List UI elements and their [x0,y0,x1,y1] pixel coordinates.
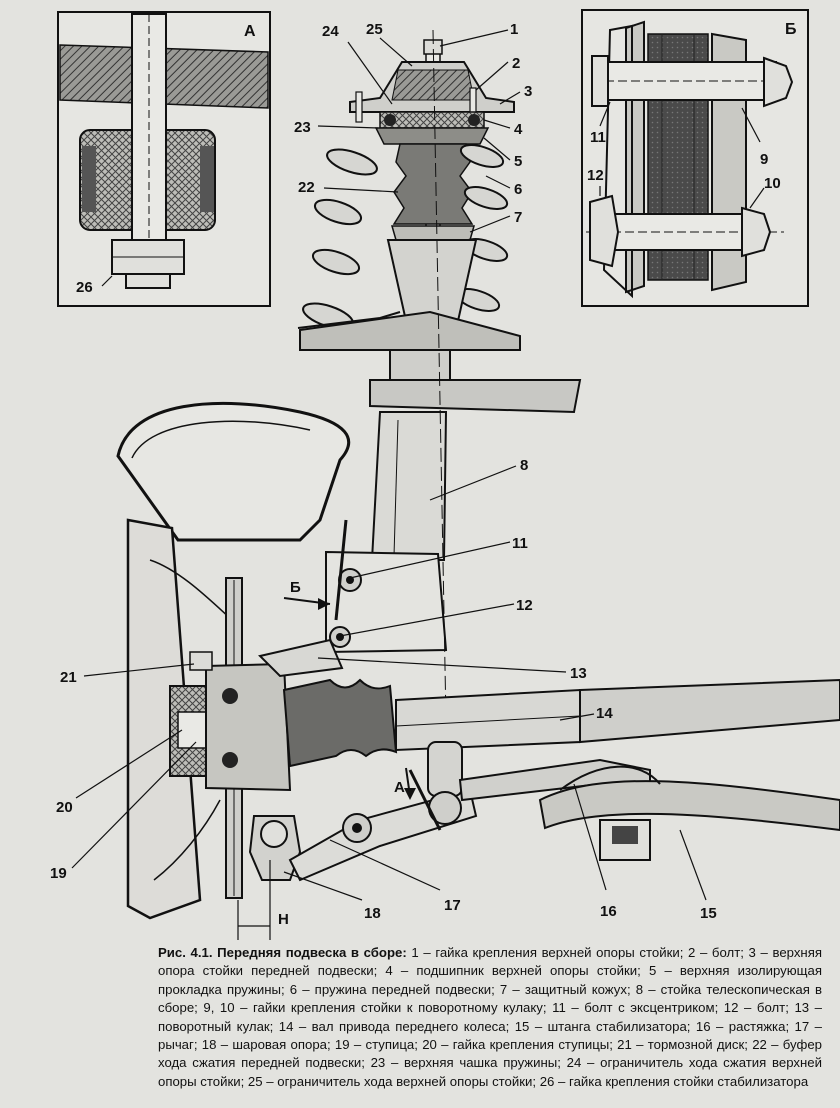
inset-b: Б 11 9 10 12 [581,9,809,307]
callout-23: 23 [294,119,311,136]
callout-labels: 1 2 3 4 5 6 7 8 11 12 13 14 15 16 17 18 … [50,21,717,922]
figure-caption: Рис. 4.1. Передняя подвеска в сборе: 1 –… [158,944,822,1091]
callout-26: 26 [76,279,93,296]
drive-shaft [282,678,840,768]
callout-12: 12 [516,597,533,614]
callout-6: 6 [514,181,522,198]
main-callouts [71,29,707,901]
callout-25: 25 [366,21,383,38]
callout-11-inset: 11 [590,129,606,146]
wheel-tire [116,401,351,920]
callout-22: 22 [298,179,315,196]
callout-20: 20 [56,799,73,816]
view-a-marker: А [394,779,405,796]
callout-1: 1 [510,21,518,38]
lower-arm [248,741,840,882]
callout-9: 9 [760,151,768,168]
callout-19: 19 [50,865,67,882]
callout-24: 24 [322,23,339,40]
inset-b-letter: Б [785,21,797,38]
callout-18: 18 [364,905,381,922]
callout-16: 16 [600,903,617,920]
callout-8: 8 [520,457,528,474]
callout-4: 4 [514,121,523,138]
callout-5: 5 [514,153,522,170]
callout-17: 17 [444,897,461,914]
caption-body: 1 – гайка крепления верхней опоры стойки… [158,945,822,1089]
view-b-marker: Б [290,579,301,596]
dimension-h: H [278,911,289,928]
callout-2: 2 [512,55,520,72]
callout-13: 13 [570,665,587,682]
callout-7: 7 [514,209,522,226]
inset-a: А 26 [57,11,271,307]
callout-10: 10 [764,175,781,192]
callout-3: 3 [524,83,532,100]
callout-12-inset: 12 [587,167,604,184]
callout-11: 11 [512,535,528,552]
callout-15: 15 [700,905,717,922]
inset-a-letter: А [244,23,256,40]
callout-21: 21 [60,669,77,686]
caption-title: Рис. 4.1. Передняя подвеска в сборе: [158,945,407,960]
front-suspension-diagram: А 26 Б [50,9,840,940]
view-markers: Б А H [237,519,442,940]
callout-14: 14 [596,705,613,722]
